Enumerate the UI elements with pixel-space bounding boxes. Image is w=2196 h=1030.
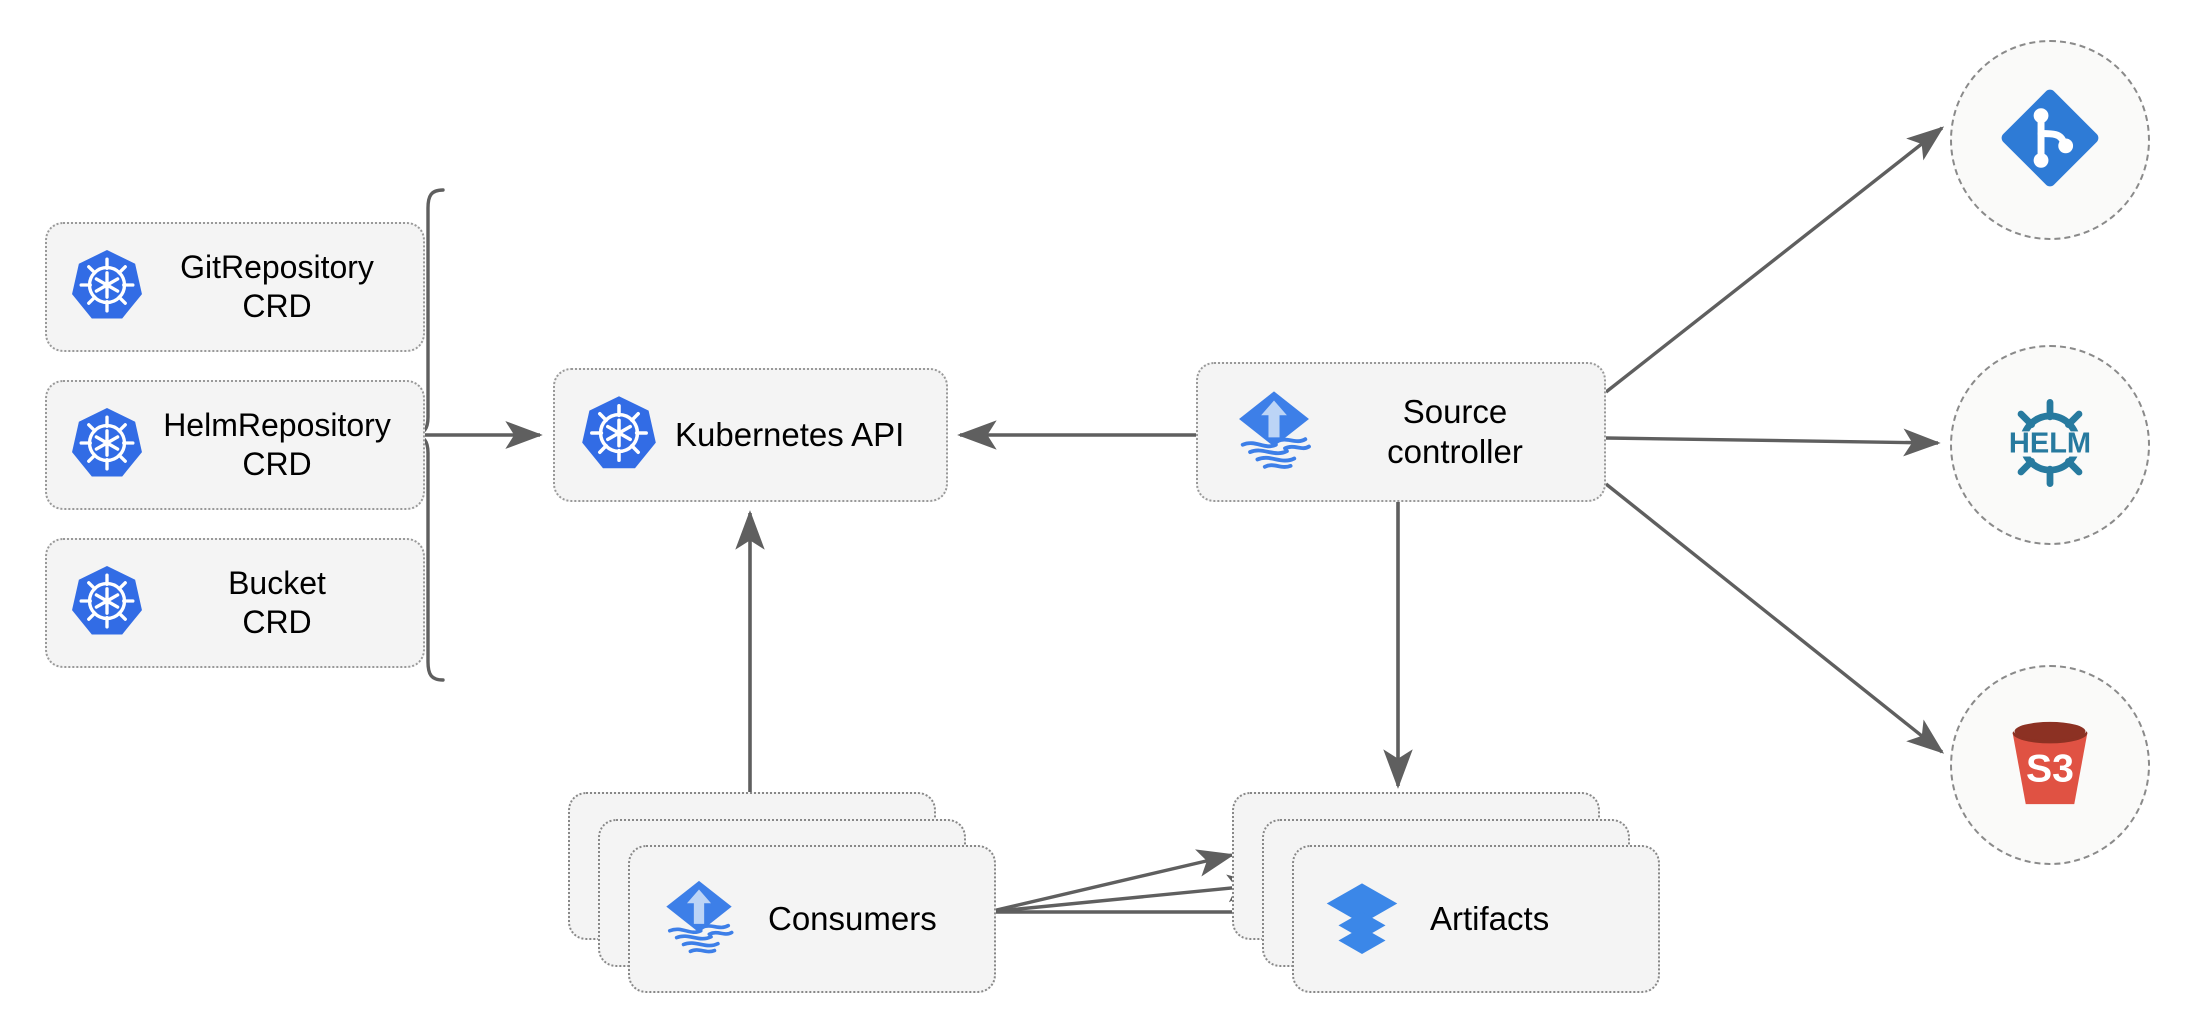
kubernetes-icon	[579, 393, 659, 478]
node-label: Bucket CRD	[228, 564, 326, 640]
git-icon	[1994, 82, 2106, 199]
node-source-controller[interactable]: Source controller	[1196, 362, 1606, 502]
crd-bracket	[412, 188, 543, 682]
node-label: Artifacts	[1430, 899, 1550, 937]
stack-layer-front[interactable]: Artifacts	[1292, 845, 1660, 993]
node-label: HelmRepository CRD	[163, 406, 391, 482]
edge-source-to-helm	[1605, 428, 1941, 457]
flux-icon	[1228, 384, 1320, 481]
s3-bucket-icon: S3	[1994, 707, 2106, 824]
kubernetes-icon	[69, 405, 145, 486]
page-title: Flux source-controller architecture	[0, 21, 1, 22]
node-git-target[interactable]: Git	[1950, 40, 2150, 240]
flux-icon	[656, 874, 742, 965]
node-helmrepository-crd[interactable]: HelmRepository CRD	[45, 380, 425, 510]
node-label: Consumers	[768, 899, 937, 937]
node-bucket-crd[interactable]: Bucket CRD	[45, 538, 425, 668]
node-kubernetes-api[interactable]: Kubernetes API	[553, 368, 948, 502]
helm-icon: HELM	[1992, 385, 2108, 506]
node-artifacts[interactable]: Artifacts	[1232, 792, 1662, 993]
kubernetes-icon	[69, 247, 145, 328]
node-consumers[interactable]: Consumers	[568, 792, 998, 993]
edge-source-to-git	[1604, 126, 1945, 394]
edge-consumers-to-artifacts-1	[987, 849, 1235, 914]
stack-layer-front[interactable]: Consumers	[628, 845, 996, 993]
node-label: Source controller	[1387, 392, 1523, 470]
edge-source-to-s3	[1604, 482, 1945, 754]
node-gitrepository-crd[interactable]: GitRepository CRD	[45, 222, 425, 352]
helm-wordmark: HELM	[2009, 427, 2091, 459]
node-label: Kubernetes API	[675, 415, 905, 453]
layers-icon	[1320, 875, 1404, 964]
kubernetes-icon	[69, 563, 145, 644]
node-s3-target[interactable]: S3	[1950, 665, 2150, 865]
node-helm-target[interactable]: HELM	[1950, 345, 2150, 545]
node-label: GitRepository CRD	[180, 248, 374, 324]
edge-consumers-to-artifacts-2	[987, 874, 1265, 914]
s3-wordmark: S3	[2026, 747, 2074, 790]
